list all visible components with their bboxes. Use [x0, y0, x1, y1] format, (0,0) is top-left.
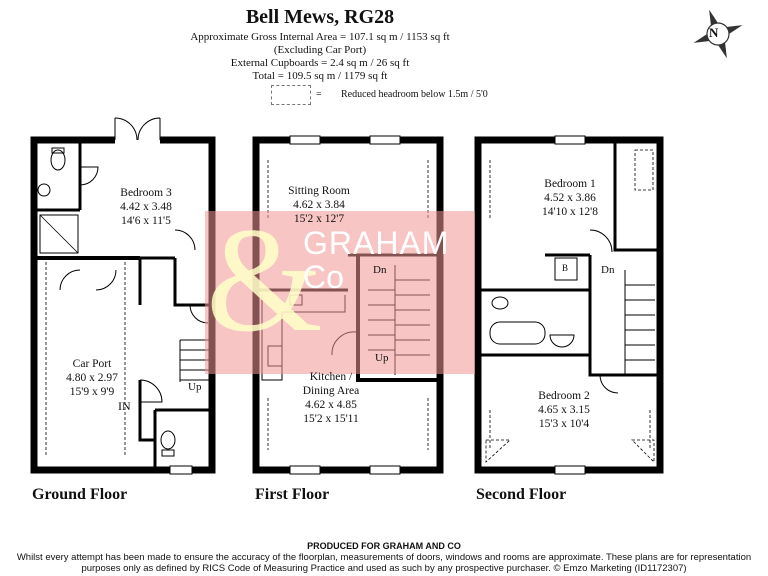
bedroom2-label: Bedroom 2 4.65 x 3.15 15'3 x 10'4 — [538, 390, 590, 430]
watermark-ampersand-logo: & — [206, 197, 323, 363]
ground-floor-label: Ground Floor — [32, 486, 128, 503]
disclaimer-line-1: Whilst every attempt has been made to en… — [16, 552, 752, 563]
disclaimer-line-2: purposes only as defined by RICS Code of… — [81, 563, 687, 574]
plan-title: Bell Mews, RG28 — [245, 6, 395, 28]
legend-equals: = — [316, 89, 322, 100]
graham-co-watermark — [205, 211, 475, 374]
total-area-text: Total = 109.5 sq m / 1179 sq ft — [252, 70, 388, 82]
first-floor-label: First Floor — [255, 486, 330, 503]
watermark-co-text: Co — [303, 259, 344, 295]
watermark-graham-text: GRAHAM — [303, 225, 450, 261]
sitting-room-label: Sitting Room 4.62 x 3.84 15'2 x 12'7 — [288, 185, 350, 225]
reduced-headroom-legend-swatch — [271, 85, 311, 105]
second-floor-label: Second Floor — [476, 486, 567, 503]
first-stairs-down-label: Dn — [373, 264, 387, 276]
compass-icon — [693, 9, 743, 59]
produced-for-text: PRODUCED FOR GRAHAM AND CO — [307, 541, 461, 551]
carport-label: Car Port 4.80 x 2.97 15'9 x 9'9 — [66, 358, 118, 398]
bedroom3-label: Bedroom 3 4.42 x 3.48 14'6 x 11'5 — [120, 187, 172, 227]
second-stairs-down-label: Dn — [601, 264, 615, 276]
boiler-b-label: B — [562, 263, 569, 273]
gross-area-text: Approximate Gross Internal Area = 107.1 … — [190, 31, 450, 43]
excluding-carport-text: (Excluding Car Port) — [273, 44, 367, 56]
kitchen-dining-label: Kitchen / Dining Area 4.62 x 4.85 15'2 x… — [302, 371, 360, 425]
ground-floor-plan — [30, 117, 216, 475]
reduced-headroom-legend-text: Reduced headroom below 1.5m / 5'0 — [341, 89, 488, 100]
bedroom1-label: Bedroom 1 4.52 x 3.86 14'10 x 12'8 — [542, 178, 598, 218]
external-cupboards-text: External Cupboards = 2.4 sq m / 26 sq ft — [230, 57, 410, 69]
first-stairs-up-label: Up — [375, 352, 389, 364]
second-floor-plan — [474, 135, 664, 475]
ground-stairs-up-label: Up — [188, 381, 202, 393]
compass-north-letter: N — [709, 25, 719, 40]
entrance-in-label: IN — [118, 399, 131, 413]
